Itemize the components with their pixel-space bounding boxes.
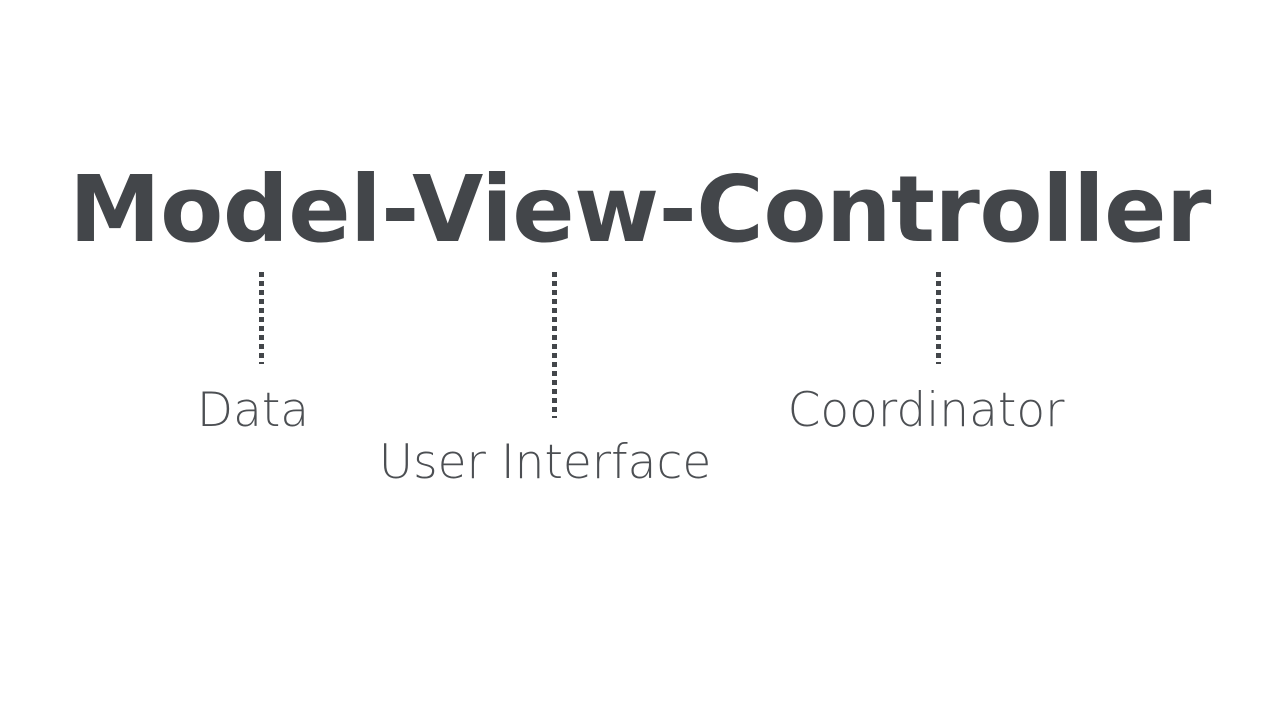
leader-line-controller [936, 272, 941, 364]
caption-view: User Interface [378, 435, 712, 490]
caption-controller: Coordinator [787, 383, 1065, 438]
page-title: Model-View-Controller [69, 156, 1211, 263]
leader-line-model [259, 272, 264, 364]
caption-model: Data [196, 383, 310, 438]
leader-line-view [552, 272, 557, 418]
